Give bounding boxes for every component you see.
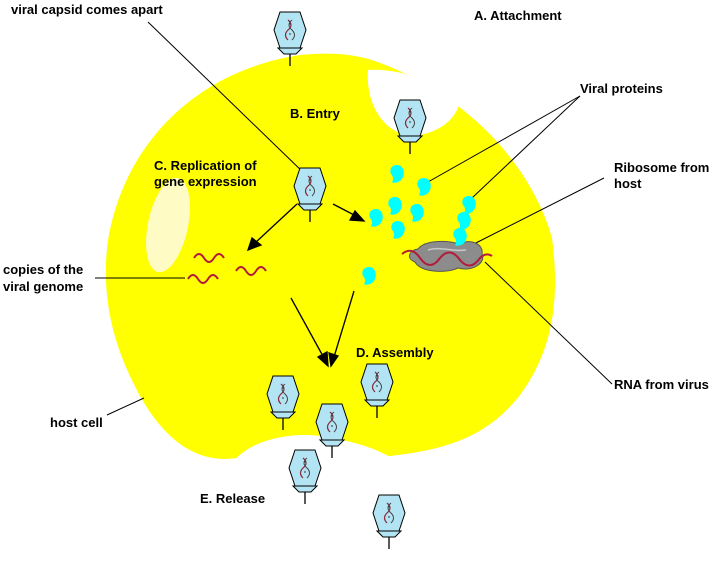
arrow-assembly-left — [290, 297, 329, 368]
host-cell-body — [105, 53, 556, 459]
arrow-to-proteins — [332, 203, 366, 222]
label-ribosome-2: host — [614, 176, 642, 191]
ribosome-leader-line — [465, 177, 605, 249]
capsid-leader-line — [147, 21, 308, 177]
rna-leader-line — [484, 261, 613, 385]
label-attachment: A. Attachment — [474, 8, 562, 23]
arrow-to-genome — [246, 203, 298, 252]
label-replication-1: C. Replication of — [154, 158, 257, 173]
proteins-leader-line-1 — [427, 95, 581, 183]
label-replication-2: gene expression — [154, 174, 257, 189]
label-entry: B. Entry — [290, 106, 341, 121]
host-cell-leader-line — [106, 397, 145, 416]
label-rna: RNA from virus — [614, 377, 709, 392]
label-ribosome-1: Ribosome from — [614, 160, 709, 175]
label-capsid: viral capsid comes apart — [11, 2, 163, 17]
viral-rna-strand — [401, 249, 493, 267]
label-assembly: D. Assembly — [356, 345, 434, 360]
virus-released — [372, 494, 406, 550]
label-release: E. Release — [200, 491, 265, 506]
proteins-leader-line-2 — [471, 95, 581, 199]
cell-highlight — [146, 177, 190, 273]
label-viral-proteins: Viral proteins — [580, 81, 663, 96]
label-copies-1: copies of the — [3, 262, 83, 277]
arrow-assembly-right — [328, 290, 355, 368]
label-host-cell: host cell — [50, 415, 103, 430]
virus-releasing — [288, 449, 322, 505]
label-copies-2: viral genome — [3, 279, 83, 294]
